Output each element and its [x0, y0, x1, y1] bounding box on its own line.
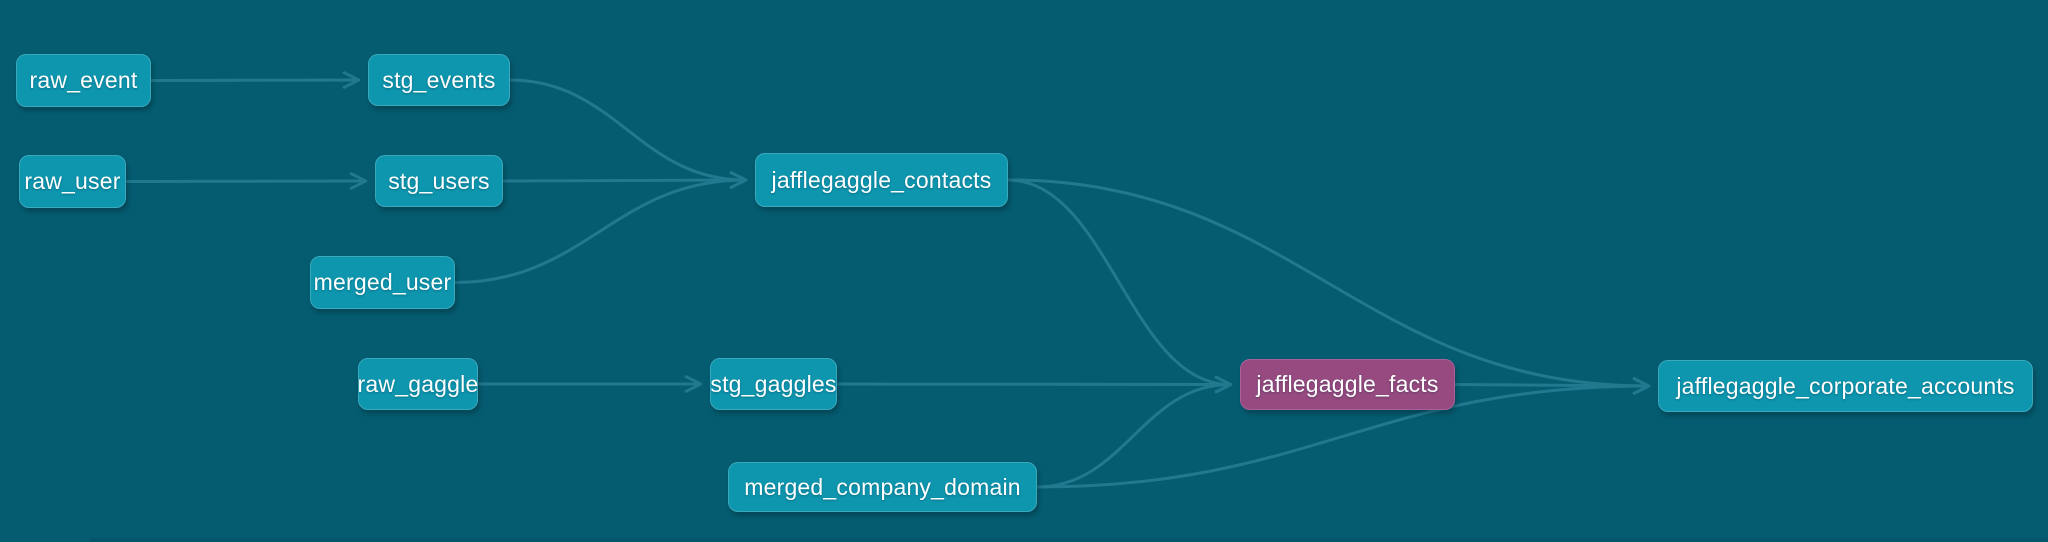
graph-node-jafflegaggle_contacts[interactable]: jafflegaggle_contacts [755, 153, 1008, 207]
edge-merged_user-to-jafflegaggle_contacts [453, 171, 748, 284]
graph-node-stg_gaggles[interactable]: stg_gaggles [710, 358, 837, 410]
graph-node-stg_events[interactable]: stg_events [368, 54, 510, 106]
edge-stg_users-to-jafflegaggle_contacts [501, 171, 748, 189]
graph-node-jafflegaggle_facts[interactable]: jafflegaggle_facts [1240, 359, 1455, 410]
graph-node-raw_user[interactable]: raw_user [19, 155, 126, 208]
edge-jafflegaggle_facts-to-jafflegaggle_corporate_accounts [1453, 377, 1651, 395]
graph-node-stg_users[interactable]: stg_users [375, 155, 503, 207]
edge-raw_event-to-stg_events [149, 71, 361, 89]
edge-jafflegaggle_contacts-to-jafflegaggle_facts [1006, 178, 1233, 394]
graph-node-label: raw_event [29, 67, 138, 93]
bottom-edge-strip [90, 538, 2048, 542]
graph-node-label: stg_gaggles [710, 370, 837, 397]
edge-raw_user-to-stg_users [124, 172, 368, 190]
graph-node-label: jafflegaggle_facts [1256, 371, 1439, 397]
edge-merged_company_domain-to-jafflegaggle_corporate_accounts [1035, 377, 1651, 489]
edge-stg_gaggles-to-jafflegaggle_facts [835, 375, 1233, 394]
graph-node-label: merged_company_domain [744, 473, 1021, 500]
graph-node-label: stg_users [388, 167, 490, 194]
edge-merged_company_domain-to-jafflegaggle_facts [1035, 375, 1233, 489]
edge-stg_events-to-jafflegaggle_contacts [508, 78, 748, 189]
edge-jafflegaggle_contacts-to-jafflegaggle_corporate_accounts [1006, 178, 1651, 395]
graph-node-label: raw_user [24, 168, 121, 194]
graph-node-merged_company_domain[interactable]: merged_company_domain [728, 462, 1037, 512]
graph-node-raw_gaggle[interactable]: raw_gaggle [358, 358, 478, 410]
graph-node-raw_event[interactable]: raw_event [16, 54, 151, 107]
graph-node-label: stg_events [382, 66, 496, 93]
graph-node-jafflegaggle_corporate_accounts[interactable]: jafflegaggle_corporate_accounts [1658, 360, 2033, 412]
graph-node-label: jafflegaggle_corporate_accounts [1676, 372, 2015, 399]
graph-node-label: merged_user [313, 269, 452, 295]
graph-node-label: raw_gaggle [357, 370, 479, 397]
graph-node-merged_user[interactable]: merged_user [310, 256, 455, 309]
graph-node-label: jafflegaggle_contacts [771, 166, 992, 193]
